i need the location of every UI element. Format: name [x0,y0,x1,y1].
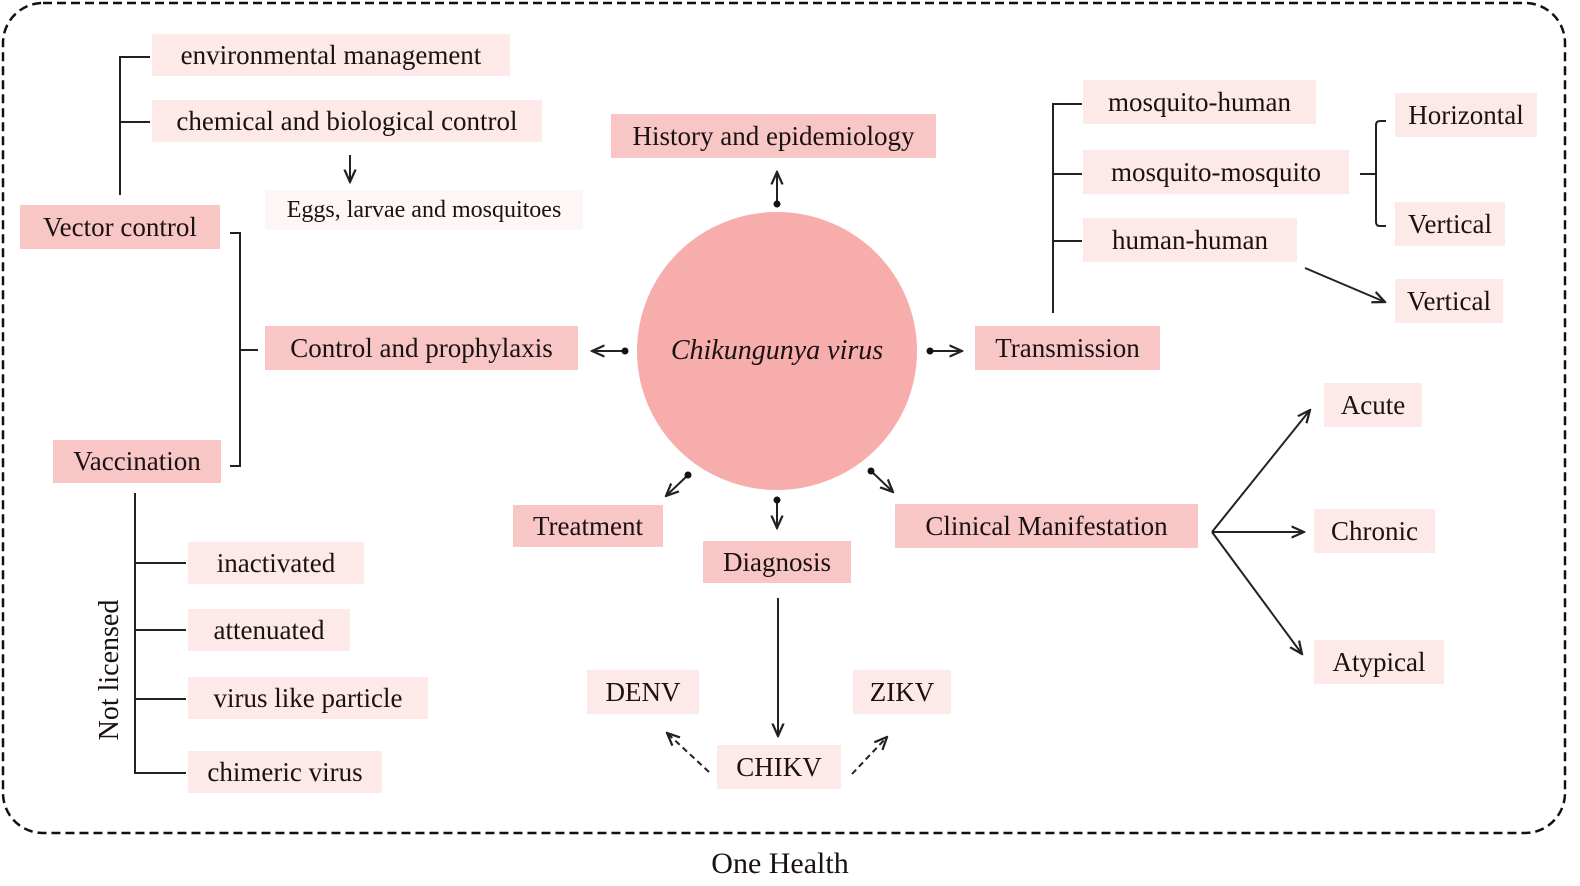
route-mosquito-mosquito: mosquito-mosquito [1083,150,1349,194]
arrow-origin-dots [621,200,934,504]
topic-treatment: Treatment [513,505,663,547]
route-human-human: human-human [1083,218,1297,262]
mode-vertical-human: Vertical [1395,279,1503,323]
diagnosis-chikv: CHIKV [717,745,841,789]
diagnosis-denv: DENV [587,670,699,714]
vaccination-node: Vaccination [53,440,221,483]
vaccine-status-label: Not licensed [94,599,125,741]
topic-diagnosis: Diagnosis [703,541,851,583]
one-health-frame [1,1,1567,835]
vaccine-type-attenuated: attenuated [188,609,350,651]
vaccine-types-tree [134,493,186,774]
mode-horizontal: Horizontal [1395,93,1537,137]
chikv-to-denv-arrow [667,733,710,773]
mode-vertical-mosquito: Vertical [1395,202,1505,246]
vaccine-type-inactivated: inactivated [188,542,364,584]
phase-atypical: Atypical [1314,640,1444,684]
center-node: Chikungunya virus [637,212,917,490]
route-mosquito-human: mosquito-human [1083,80,1316,124]
one-health-label: One Health [711,847,849,880]
topic-history: History and epidemiology [611,114,936,158]
control-brace [230,232,258,467]
phase-chronic: Chronic [1314,509,1435,553]
to-clinical-arrow [870,470,893,492]
center-label: Chikungunya virus [670,335,884,366]
vector-methods-bracket [119,56,150,195]
transmission-routes-tree [1052,103,1082,313]
vaccine-type-chimeric: chimeric virus [188,751,382,793]
human-to-vertical-arrow [1304,267,1385,302]
chikv-to-zikv-arrow [851,737,887,775]
vector-method-chemical-biological: chemical and biological control [152,100,542,142]
to-acute-arrow [1211,410,1310,533]
phase-acute: Acute [1324,383,1422,427]
vector-control-node: Vector control [20,205,220,249]
to-treatment-arrow [666,474,689,496]
vector-targets: Eggs, larvae and mosquitoes [265,190,583,230]
vector-method-environmental: environmental management [152,34,510,76]
topic-clinical: Clinical Manifestation [895,504,1198,548]
topic-control: Control and prophylaxis [265,326,578,370]
to-atypical-arrow [1211,531,1302,654]
topic-transmission: Transmission [975,326,1160,370]
vaccine-type-vlp: virus like particle [188,677,428,719]
mosquito-modes-brace [1360,120,1386,227]
diagnosis-zikv: ZIKV [853,670,951,714]
